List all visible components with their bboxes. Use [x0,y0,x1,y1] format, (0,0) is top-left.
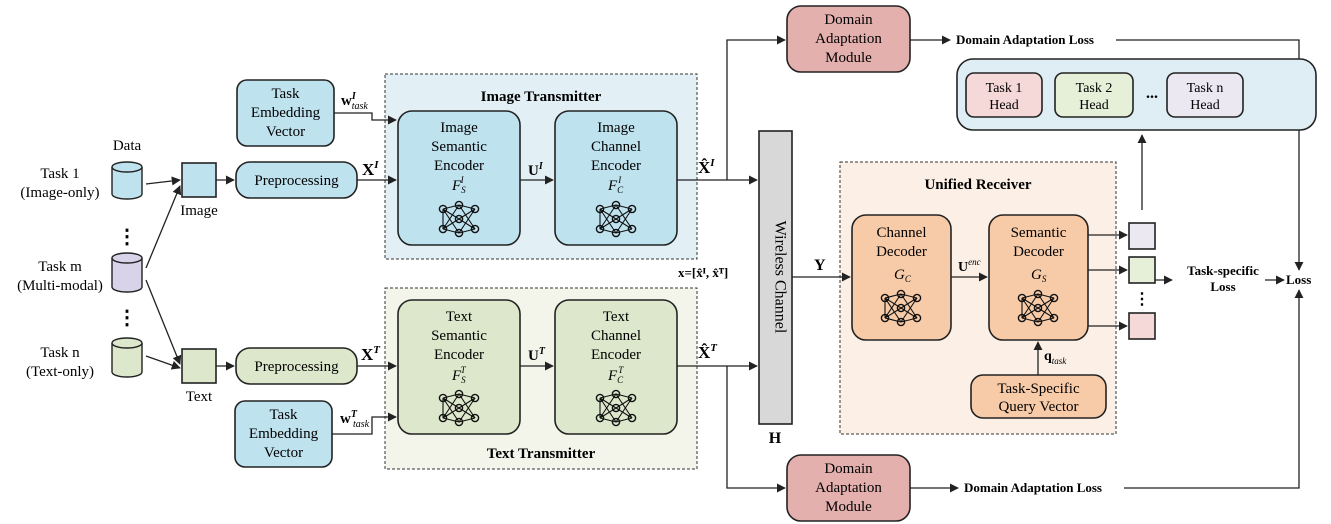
data-label: Data [113,138,142,154]
image-xhat-label: X̂I [698,157,715,177]
text-channel-encoder-line-3: Encoder [591,347,641,363]
task-m-modality: (Multi-modal) [17,278,103,294]
text-task-embedding-line-3: Vector [264,445,303,461]
task-2-head-box [1054,72,1134,118]
image-task-embedding-line-1: Task [271,86,300,102]
image-semantic-encoder-line-1: Image [440,120,478,136]
query-vector-line-1: Task-Specific [997,381,1080,397]
output-square-n [1128,312,1156,340]
top-domain-adaptation-module [786,5,911,73]
text-u-label: UT [528,346,546,364]
image-task-embedding-line-3: Vector [266,124,305,140]
output-square-2 [1128,256,1156,284]
task-1-head-line-1: Task 1 [986,81,1023,96]
image-x-label: XI [362,159,379,179]
task-1-name: Task 1 [40,166,79,182]
text-x-label: XT [361,344,381,364]
top-domain-adaptation-line-2: Adaptation [815,31,882,47]
image-channel-encoder-symbol: FCI [607,175,624,195]
task-1-modality: (Image-only) [20,185,99,201]
q-task-label: qtask [1044,349,1067,366]
task-1-database-icon [111,161,143,200]
task-n-database-icon [111,337,143,378]
text-preprocessing-label: Preprocessing [254,359,339,375]
image-u-label: UI [528,161,544,179]
text-semantic-encoder-line-1: Text [446,309,473,325]
concatenated-x-label: x=[x̂ᴵ, x̂ᵀ] [678,265,728,280]
bottom-domain-adaptation-line-3: Module [825,499,872,515]
image-preprocessing-label: Preprocessing [254,173,339,189]
channel-decoder-line-2: Decoder [876,244,927,260]
task-n-head-box [1166,72,1244,118]
task-specific-loss-line-1: Task-specific [1187,263,1259,278]
channel-y-label: Y [814,257,826,274]
image-channel-encoder-box [554,110,678,246]
wireless-channel-label: Wireless Channel [772,221,789,334]
text-xhat-label: X̂T [698,342,718,362]
channel-decoder-symbol: GC [894,267,912,284]
data-dots-1: ⋮ [117,226,137,248]
text-input-square [181,348,217,384]
total-loss-label: Loss [1286,272,1311,287]
text-task-embedding-line-2: Embedding [249,426,319,442]
query-vector-line-2: Query Vector [998,399,1078,415]
top-domain-adaptation-line-3: Module [825,50,872,66]
image-semantic-encoder-line-2: Semantic [431,139,487,155]
image-transmitter-title: Image Transmitter [481,89,602,105]
data-dots-2: ⋮ [117,307,137,329]
task-2-head-line-1: Task 2 [1076,81,1113,96]
image-semantic-encoder-line-3: Encoder [434,158,484,174]
unified-receiver-title: Unified Receiver [924,177,1031,193]
channel-decoder-line-1: Channel [877,225,927,241]
task-specific-loss-line-2: Loss [1210,279,1235,294]
channel-h-label: H [769,430,782,447]
text-channel-encoder-symbol: FCT [607,365,624,385]
bottom-domain-adaptation-line-2: Adaptation [815,480,882,496]
output-dots: ⋮ [1134,291,1150,308]
text-channel-encoder-box [554,299,678,435]
task-n-head-line-2: Head [1190,98,1220,113]
task-m-database-icon [111,252,143,293]
task-m-name: Task m [38,259,82,275]
text-channel-encoder-line-2: Channel [591,328,641,344]
text-semantic-encoder-line-2: Semantic [431,328,487,344]
text-transmitter-title: Text Transmitter [487,446,596,462]
top-domain-adaptation-line-1: Domain [824,12,873,28]
text-semantic-encoder-symbol: FST [451,365,467,385]
semantic-decoder-box [988,214,1089,341]
output-square-1 [1128,222,1156,250]
image-channel-encoder-line-1: Image [597,120,635,136]
task-1-head-line-2: Head [989,98,1019,113]
text-channel-encoder-line-1: Text [603,309,630,325]
task-1-head-box [965,72,1043,118]
bottom-domain-adaptation-line-1: Domain [824,461,873,477]
task-2-head-line-2: Head [1079,98,1109,113]
image-channel-encoder-line-3: Encoder [591,158,641,174]
top-domain-adaptation-loss: Domain Adaptation Loss [956,32,1094,47]
semantic-decoder-symbol: GS [1031,267,1047,284]
text-input-label: Text [186,389,213,405]
u-enc-label: Uenc [958,257,981,275]
image-input-square [181,162,217,198]
image-semantic-encoder-box [397,110,521,246]
text-semantic-encoder-box [397,299,521,435]
semantic-decoder-line-2: Decoder [1013,244,1064,260]
text-semantic-encoder-line-3: Encoder [434,347,484,363]
bottom-domain-adaptation-loss: Domain Adaptation Loss [964,480,1102,495]
image-semantic-encoder-symbol: FSI [451,175,466,195]
semantic-decoder-line-1: Semantic [1011,225,1067,241]
image-input-label: Image [180,203,218,219]
image-channel-encoder-line-2: Channel [591,139,641,155]
image-task-embedding-line-2: Embedding [251,105,321,121]
text-task-embedding-line-1: Task [269,407,298,423]
task-n-name: Task n [40,345,80,361]
wireless-channel-block [758,130,793,425]
heads-dots: ... [1146,85,1158,102]
task-n-head-line-1: Task n [1187,81,1224,96]
task-n-modality: (Text-only) [26,364,94,380]
